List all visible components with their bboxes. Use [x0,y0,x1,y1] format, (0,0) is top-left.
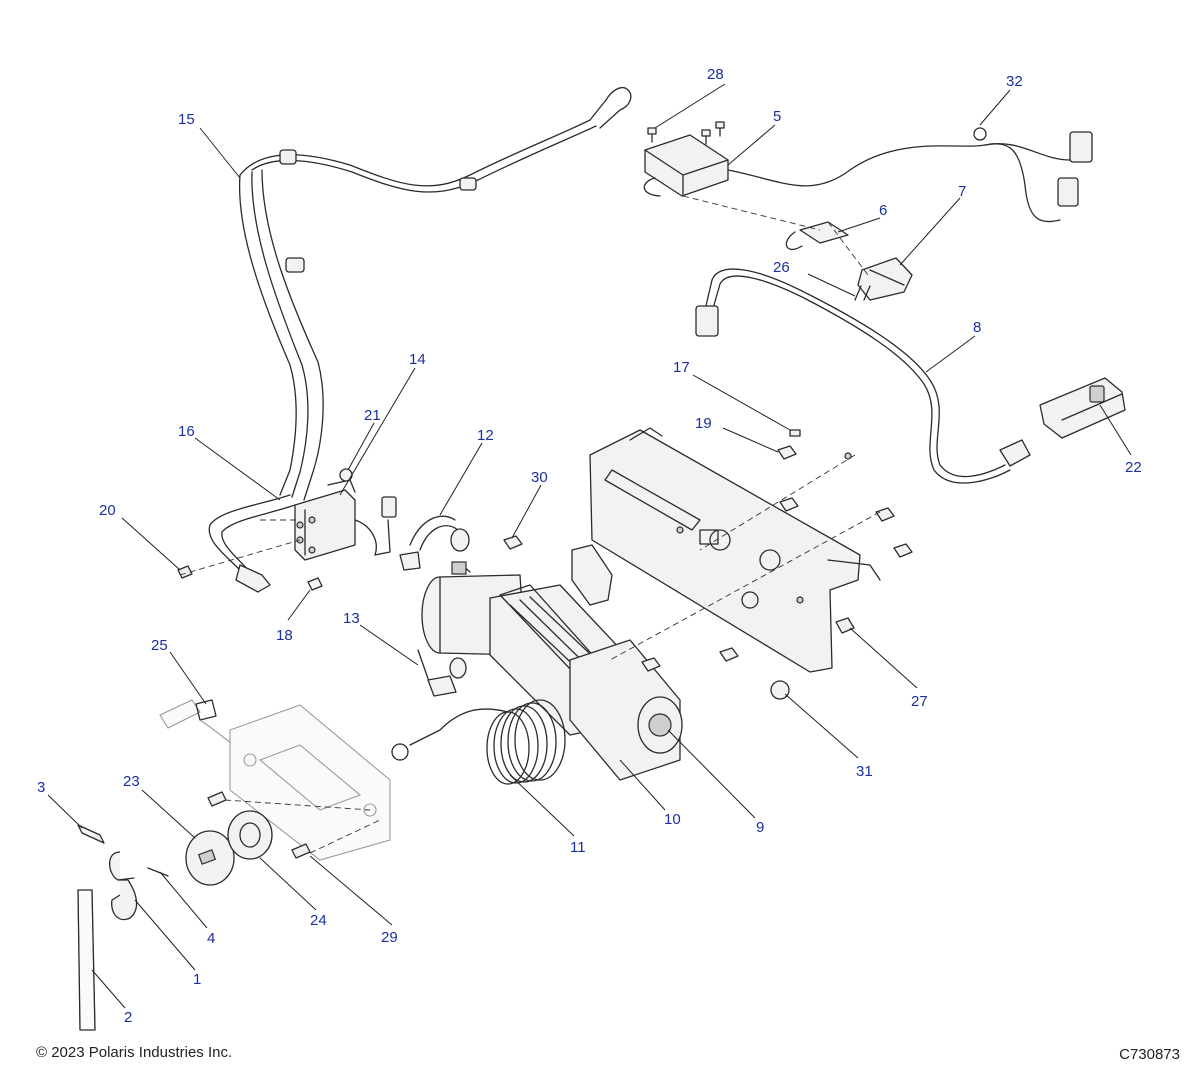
mounting-plate [589,427,881,673]
hook [108,851,138,921]
callout-24: 24 [310,912,327,929]
handle-screws [854,285,871,301]
callout-5: 5 [773,108,781,125]
callout-9: 9 [756,819,764,836]
callout-28: 28 [707,66,724,83]
callout-21: 21 [364,407,381,424]
callout-3: 3 [37,779,45,796]
callout-23: 23 [123,773,140,790]
callout-27: 27 [911,693,928,710]
cable-boot-lower [417,649,467,697]
callout-20: 20 [99,502,116,519]
module-screws [647,121,725,145]
winch-cable-harness [238,86,632,501]
loose-fasteners [177,429,913,700]
callout-6: 6 [879,202,887,219]
hook-stopper [185,830,235,886]
remote-control-module [643,134,729,197]
callout-31: 31 [856,763,873,780]
drawing-number: C730873 [1119,1046,1180,1063]
control-box [571,544,613,606]
callout-7: 7 [958,183,966,200]
callout-32: 32 [1006,73,1023,90]
winch-gearbox [569,639,683,781]
pin [77,824,105,844]
callout-13: 13 [343,610,360,627]
callout-18: 18 [276,627,293,644]
callout-30: 30 [531,469,548,486]
pull-strap [77,889,96,1031]
callout-15: 15 [178,111,195,128]
rocker-switch [1039,377,1126,439]
remote-cable [727,127,1093,223]
callout-16: 16 [178,423,195,440]
solenoid-contactor [294,479,397,561]
callout-10: 10 [664,811,681,828]
callout-22: 22 [1125,459,1142,476]
rope-stopper [227,810,273,860]
callout-8: 8 [973,319,981,336]
callout-14: 14 [409,351,426,368]
callout-2: 2 [124,1009,132,1026]
callout-17: 17 [673,359,690,376]
callout-1: 1 [193,971,201,988]
callout-26: 26 [773,259,790,276]
extension-harness [695,268,1031,484]
callout-25: 25 [151,637,168,654]
callout-12: 12 [477,427,494,444]
cable-boot [399,515,470,571]
hook-clip [147,867,169,877]
remote-receiver [785,221,849,251]
callout-19: 19 [695,415,712,432]
remote-handle [857,257,913,301]
callout-labels: 1 2 3 4 5 6 7 8 9 10 11 12 13 14 15 16 1… [37,66,1142,1026]
fairlead-bracket [229,704,391,861]
copyright-notice: © 2023 Polaris Industries Inc. [36,1044,233,1061]
callout-4: 4 [207,930,215,947]
wire-rope [391,699,566,785]
callout-11: 11 [570,839,586,856]
callout-29: 29 [381,929,398,946]
assembly-centerlines [179,195,881,854]
callout-leaders [47,83,1132,1009]
battery-cables [208,494,296,593]
